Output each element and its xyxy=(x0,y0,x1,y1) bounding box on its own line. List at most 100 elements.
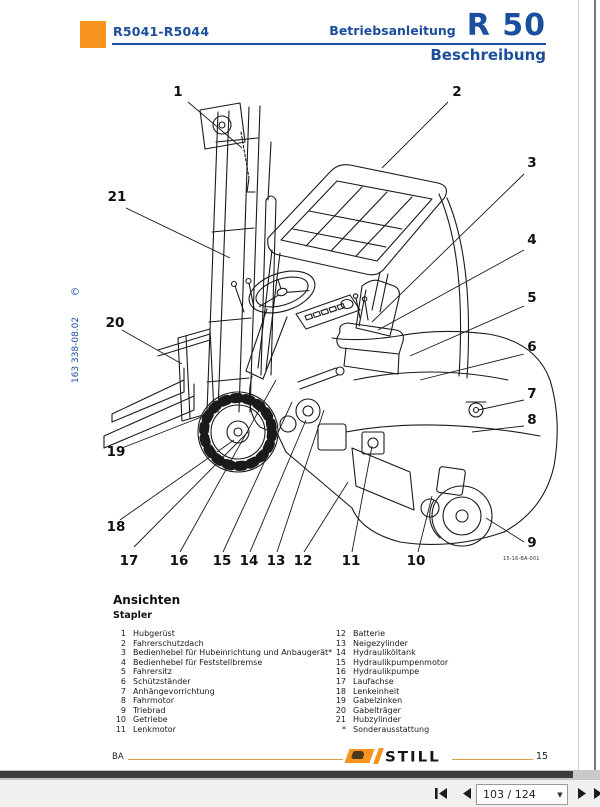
page-right-border xyxy=(578,0,579,770)
callout-10: 10 xyxy=(406,553,426,569)
part-row: 2 Fahrerschutzdach xyxy=(110,639,335,649)
part-row: 5 Fahrersitz xyxy=(110,667,335,677)
part-number: 10 xyxy=(115,715,126,725)
doc-type-label: Betriebsanleitung xyxy=(329,23,456,38)
part-number: 12 xyxy=(335,629,346,638)
part-name: Hydrauliköltank xyxy=(353,648,416,658)
callout-3: 3 xyxy=(527,155,537,171)
part-number: 21 xyxy=(335,715,346,725)
page-indicator-box[interactable]: 103 / 124 ▼ xyxy=(476,784,568,805)
part-row: 17 Laufachse xyxy=(330,677,555,687)
part-row: 7 Anhängevorrichtung xyxy=(110,687,335,697)
copyright-mark: © xyxy=(70,287,80,298)
callout-18: 18 xyxy=(106,519,126,535)
part-number: 3 xyxy=(120,648,126,658)
forklift-line-art xyxy=(103,101,558,553)
callout-13: 13 xyxy=(266,553,286,569)
part-number: 9 xyxy=(120,705,126,715)
model-range: R5041-R5044 xyxy=(113,24,210,39)
footer-rule-right xyxy=(452,759,533,760)
page-indicator-value[interactable]: 103 / 124 xyxy=(483,788,536,801)
part-number: 4 xyxy=(120,657,126,667)
part-row: 10 Getriebe xyxy=(110,715,335,725)
part-name: Batterie xyxy=(353,629,386,638)
callout-1: 1 xyxy=(173,84,183,100)
callout-2: 2 xyxy=(452,84,462,100)
callout-15: 15 xyxy=(212,553,232,569)
callout-leader-lines xyxy=(119,101,525,553)
views-subtitle: Stapler xyxy=(113,610,152,621)
part-number: 18 xyxy=(335,686,346,696)
callout-17: 17 xyxy=(119,553,139,569)
horizontal-scrollbar-thumb[interactable] xyxy=(0,771,573,778)
header-right: Betriebsanleitung R 50 xyxy=(329,11,546,41)
part-number: 17 xyxy=(335,676,346,686)
part-number: 5 xyxy=(120,667,126,677)
still-logo-wordmark: STILL xyxy=(385,748,441,766)
part-name: Schützständer xyxy=(133,676,191,686)
drawing-code: 15-16-BA-001 xyxy=(503,556,540,562)
previous-page-button[interactable] xyxy=(459,786,475,801)
part-name: Laufachse xyxy=(353,676,394,686)
part-number: 7 xyxy=(120,686,126,696)
callout-9: 9 xyxy=(527,535,537,551)
page-number: 15 xyxy=(536,751,549,762)
still-logo-slash xyxy=(373,748,384,764)
footer-doc-code: BA xyxy=(112,752,124,762)
part-name: Fahrerschutzdach xyxy=(133,638,204,648)
callout-21: 21 xyxy=(107,189,127,205)
part-row: 19 Gabelzinken xyxy=(330,696,555,706)
part-name: Bedienhebel für Feststellbremse xyxy=(133,657,263,667)
part-name: Hydraulikpumpenmotor xyxy=(353,657,449,667)
part-row: * Sonderausstattung xyxy=(330,725,555,735)
part-name: Gabelzinken xyxy=(353,696,403,706)
part-name: Hubzylinder xyxy=(353,715,401,725)
callout-19: 19 xyxy=(106,444,126,460)
first-page-button[interactable] xyxy=(433,786,449,801)
part-name: Neigezylinder xyxy=(353,638,408,648)
part-name: Bedienhebel für Hubeinrichtung und Anbau… xyxy=(133,648,333,658)
part-row: 9 Triebrad xyxy=(110,706,335,716)
model-label: R 50 xyxy=(466,8,546,43)
callout-6: 6 xyxy=(527,339,537,355)
part-number: 2 xyxy=(120,638,126,648)
page-dropdown-arrow-icon[interactable]: ▼ xyxy=(557,790,563,799)
part-number: * xyxy=(342,724,346,734)
part-name: Getriebe xyxy=(133,715,168,725)
part-name: Hubgerüst xyxy=(133,629,175,638)
part-number: 19 xyxy=(335,696,346,706)
section-title: Beschreibung xyxy=(430,46,546,64)
part-number: 20 xyxy=(335,705,346,715)
part-number: 11 xyxy=(115,724,126,734)
part-number: 13 xyxy=(335,638,346,648)
part-row: 12 Batterie xyxy=(330,629,555,639)
part-name: Sonderausstattung xyxy=(353,724,430,734)
document-number: 163 338-08.02 xyxy=(71,316,81,384)
last-page-button[interactable] xyxy=(592,786,600,801)
next-page-button[interactable] xyxy=(574,786,590,801)
part-name: Triebrad xyxy=(133,705,166,715)
header-rule xyxy=(112,43,546,45)
part-row: 3 Bedienhebel für Hubeinrichtung und Anba… xyxy=(110,648,335,658)
part-name: Fahrersitz xyxy=(133,667,172,677)
part-number: 14 xyxy=(335,648,346,658)
viewer-toolbar: 103 / 124 ▼ xyxy=(0,779,600,807)
callout-16: 16 xyxy=(169,553,189,569)
still-logo: STILL xyxy=(344,748,450,766)
views-title: Ansichten xyxy=(113,593,181,607)
part-name: Gabelträger xyxy=(353,705,401,715)
brand-orange-square xyxy=(80,21,106,48)
part-row: 14 Hydrauliköltank xyxy=(330,648,555,658)
part-number: 16 xyxy=(335,667,346,677)
part-name: Anhängevorrichtung xyxy=(133,686,215,696)
